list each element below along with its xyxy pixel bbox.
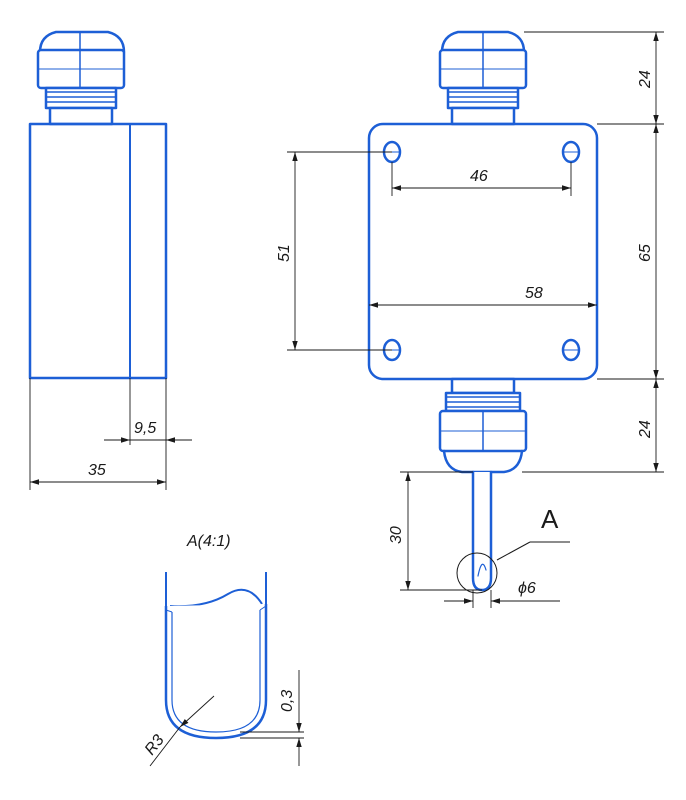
side-view: 35 9,5	[28, 30, 192, 490]
detail-view: A(4:1) 0,3 R3	[142, 533, 304, 767]
temperature-probe	[471, 470, 493, 592]
dim-tip-radius: R3	[142, 732, 168, 759]
dim-wall-thickness: 0,3	[279, 690, 296, 712]
side-cable-gland	[36, 30, 126, 126]
front-view: A	[276, 30, 664, 608]
detail-a-marker: A	[541, 504, 559, 534]
front-dimensions	[287, 31, 664, 608]
detail-a-circle	[456, 552, 498, 594]
dim-body-width: 58	[525, 285, 543, 302]
mounting-hole-top-right	[561, 140, 581, 164]
dim-bottom-gland: 24	[637, 420, 654, 439]
detail-a-leader	[496, 541, 531, 561]
detail-probe-tip	[164, 572, 268, 740]
dim-body-height: 65	[637, 244, 654, 262]
side-body	[28, 122, 168, 380]
dim-probe-length: 30	[388, 526, 405, 544]
front-body	[367, 122, 599, 381]
dim-side-total-width: 35	[88, 462, 106, 479]
top-cable-gland	[438, 30, 528, 126]
dim-hole-spacing-v: 51	[276, 244, 293, 262]
mounting-hole-bottom-right	[561, 338, 581, 362]
dim-side-cover-depth: 9,5	[134, 420, 156, 437]
detail-view-title: A(4:1)	[186, 533, 231, 550]
dim-hole-spacing-h: 46	[470, 168, 488, 185]
dim-probe-diameter: ϕ6	[518, 580, 536, 597]
bottom-cable-gland	[438, 377, 528, 474]
detail-dimensions	[149, 670, 304, 767]
dim-top-gland: 24	[637, 70, 654, 89]
side-dimensions	[29, 378, 192, 490]
